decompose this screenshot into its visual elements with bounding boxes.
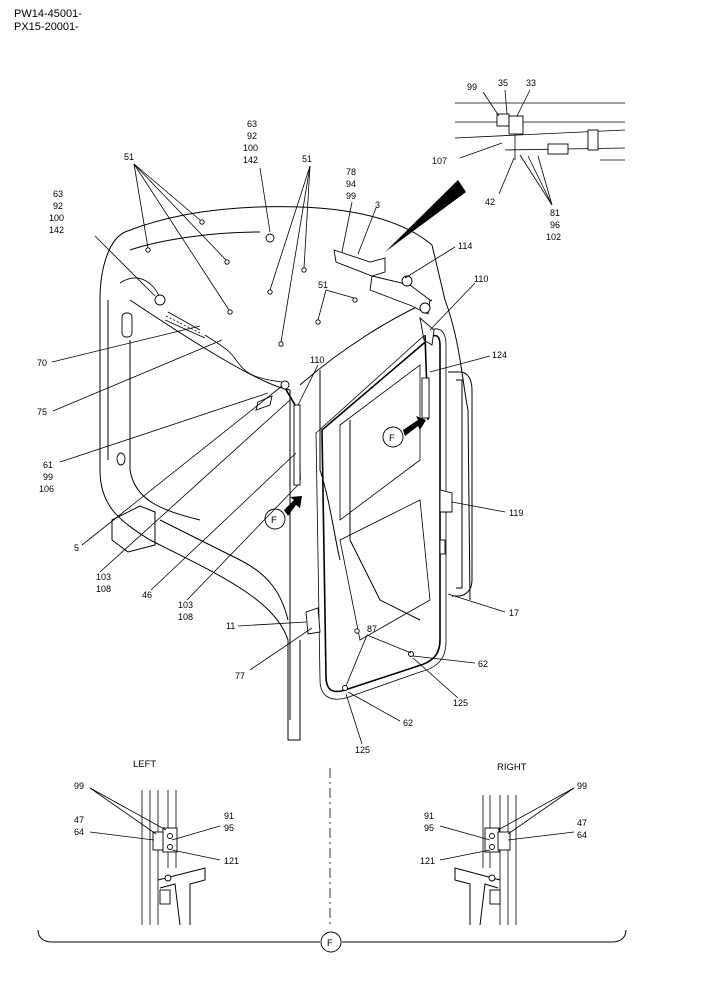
callout-100-left: 100 xyxy=(49,213,64,223)
right-door-stay xyxy=(421,334,453,555)
right-callout-64: 64 xyxy=(577,830,587,840)
view-f-marker-lower: F xyxy=(264,496,302,530)
callout-11: 11 xyxy=(226,621,235,631)
callout-142-left: 142 xyxy=(49,225,64,235)
callout-62-a: 62 xyxy=(478,659,488,669)
serial-number-line-1: PW14-45001- xyxy=(14,8,82,20)
detail-leader-lines xyxy=(89,787,575,861)
callout-110-middle: 110 xyxy=(310,355,324,365)
leader-lines xyxy=(51,89,553,745)
left-callout-47: 47 xyxy=(74,815,84,825)
left-detail-view xyxy=(141,790,206,926)
right-callout-99: 99 xyxy=(577,781,587,791)
door-frame-seal xyxy=(315,328,447,700)
left-panel-title: LEFT xyxy=(133,759,156,770)
callout-108-a: 108 xyxy=(96,584,111,594)
wire-harness xyxy=(119,233,283,383)
callout-96: 96 xyxy=(550,220,560,230)
door-lock xyxy=(305,607,321,635)
serial-number-line-2: PX15-20001- xyxy=(14,21,79,33)
left-door-stay xyxy=(255,380,301,486)
callout-78: 78 xyxy=(346,167,356,177)
callout-125-a: 125 xyxy=(453,698,468,708)
right-callout-91: 91 xyxy=(424,811,434,821)
callout-17: 17 xyxy=(509,608,519,618)
view-f-bracket: F xyxy=(37,929,627,953)
view-f-marker-upper: F xyxy=(382,416,426,448)
callout-63: 63 xyxy=(247,119,257,129)
callout-99-roof: 99 xyxy=(346,191,356,201)
hinge-detail-inset xyxy=(454,102,626,161)
svg-text:F: F xyxy=(389,433,395,444)
svg-text:F: F xyxy=(271,515,277,526)
callout-99: 99 xyxy=(467,82,477,92)
callout-142: 142 xyxy=(243,155,258,165)
right-callout-47: 47 xyxy=(577,818,587,828)
callout-110-right: 110 xyxy=(474,274,488,284)
left-callout-95: 95 xyxy=(224,823,234,833)
callout-94: 94 xyxy=(346,179,356,189)
upper-hinge-assembly xyxy=(333,249,435,346)
callout-51-left: 51 xyxy=(124,152,134,162)
callout-77: 77 xyxy=(235,671,245,681)
callout-124: 124 xyxy=(492,350,507,360)
right-panel-title: RIGHT xyxy=(497,762,527,773)
callout-103-b: 103 xyxy=(178,600,193,610)
callout-75: 75 xyxy=(37,407,47,417)
callout-5: 5 xyxy=(74,543,79,553)
callout-46: 46 xyxy=(142,590,152,600)
right-callout-95: 95 xyxy=(424,823,434,833)
view-f-bracket-label: F xyxy=(327,938,333,949)
callout-70: 70 xyxy=(37,358,47,368)
callout-114: 114 xyxy=(458,241,472,251)
callout-63-left: 63 xyxy=(53,189,63,199)
callout-42: 42 xyxy=(485,197,495,207)
callout-3: 3 xyxy=(375,200,380,210)
callout-125-b: 125 xyxy=(355,745,370,755)
callout-87: 87 xyxy=(367,624,377,634)
right-callout-121: 121 xyxy=(420,856,435,866)
callout-35: 35 xyxy=(498,78,508,88)
callout-51-right: 51 xyxy=(318,280,328,290)
left-callout-99: 99 xyxy=(74,781,84,791)
detail-pointer-arrow xyxy=(385,180,466,252)
callout-51-middle: 51 xyxy=(302,154,312,164)
callout-92: 92 xyxy=(247,131,257,141)
callout-labels: 99 35 33 107 42 81 96 102 63 92 100 142 … xyxy=(37,78,561,755)
callout-107: 107 xyxy=(432,156,447,166)
callout-99-left: 99 xyxy=(43,472,53,482)
right-detail-view xyxy=(454,795,517,926)
callout-100: 100 xyxy=(243,143,258,153)
left-callout-64: 64 xyxy=(74,827,84,837)
detail-callout-labels: 99 47 64 91 95 121 99 47 64 91 95 121 xyxy=(74,781,587,866)
callout-119: 119 xyxy=(509,508,523,518)
callout-81: 81 xyxy=(550,208,560,218)
cab-frame-outline xyxy=(99,206,473,741)
callout-103-a: 103 xyxy=(96,572,111,582)
left-callout-121: 121 xyxy=(224,856,239,866)
callout-92-left: 92 xyxy=(53,201,63,211)
callout-102: 102 xyxy=(546,232,561,242)
callout-61: 61 xyxy=(43,460,53,470)
left-callout-91: 91 xyxy=(224,811,234,821)
callout-62-b: 62 xyxy=(403,718,413,728)
callout-33: 33 xyxy=(526,78,536,88)
callout-106: 106 xyxy=(39,484,54,494)
callout-108-b: 108 xyxy=(178,612,193,622)
